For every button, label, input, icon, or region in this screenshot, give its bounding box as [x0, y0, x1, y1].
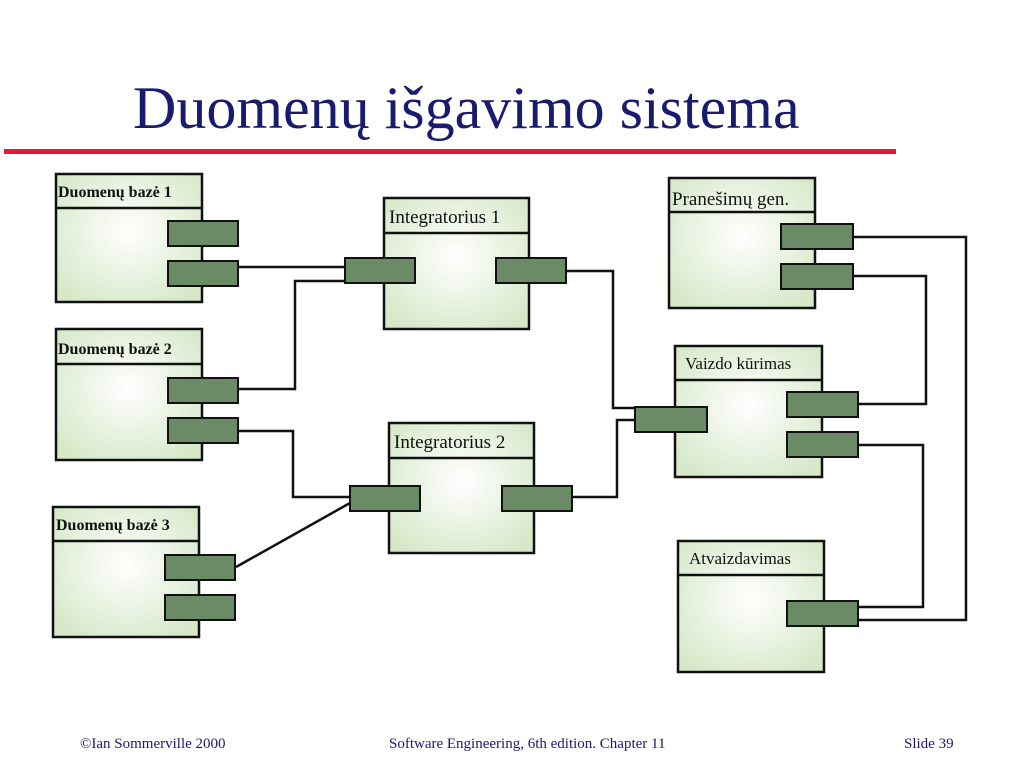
db3-label: Duomenų bazė 3 [56, 517, 170, 534]
component-display: Atvaizdavimas [676, 539, 859, 674]
component-db2: Duomenų bazė 2 [54, 327, 239, 462]
connector-db2-int1 [238, 279, 345, 391]
visualiser-port-1 [786, 391, 859, 418]
connector-vis-disp [858, 443, 925, 609]
db1-port-2 [167, 260, 239, 287]
slide-title: Duomenų išgavimo sistema [133, 75, 800, 141]
report-generator-port-2 [780, 263, 854, 290]
visualiser-label: Vaizdo kūrimas [685, 354, 791, 373]
component-int2: Integratorius 2 [349, 421, 573, 555]
int1-port-in [344, 257, 416, 284]
db1-port-1 [167, 220, 239, 247]
display-label: Atvaizdavimas [689, 549, 791, 568]
component-report-generator: Pranešimų gen. [667, 176, 854, 310]
report-generator-label: Pranešimų gen. [672, 189, 789, 210]
db2-port-1 [167, 377, 239, 404]
int1-port-out [495, 257, 567, 284]
component-db1: Duomenų bazė 1 [54, 172, 239, 304]
connector-rep-disp [853, 235, 968, 622]
int1-label: Integratorius 1 [389, 207, 500, 228]
component-db3: Duomenų bazė 3 [51, 505, 236, 639]
connector-db2-int2 [238, 429, 350, 499]
connector-db3-int2 [235, 501, 351, 569]
footer-book-title: Software Engineering, 6th edition. Chapt… [389, 736, 666, 752]
visualiser-port-2 [786, 431, 859, 458]
int2-port-out [501, 485, 573, 512]
db3-port-1 [164, 554, 236, 581]
component-int1: Integratorius 1 [344, 196, 567, 331]
db2-port-2 [167, 417, 239, 444]
connector-int1-vis [566, 269, 635, 410]
visualiser-port-in [634, 406, 708, 433]
db1-label: Duomenų bazė 1 [58, 184, 172, 201]
connector-rep-vis [853, 274, 928, 406]
component-visualiser: Vaizdo kūrimas [634, 344, 859, 479]
db3-port-2 [164, 594, 236, 621]
report-generator-port-1 [780, 223, 854, 250]
int2-port-in [349, 485, 421, 512]
display-port [786, 600, 859, 627]
connector-lines [235, 235, 968, 622]
db2-label: Duomenų bazė 2 [58, 341, 172, 358]
int2-label: Integratorius 2 [394, 432, 505, 453]
connector-int2-vis [572, 418, 635, 499]
footer-copyright: ©Ian Sommerville 2000 [80, 736, 226, 752]
footer-slide-number: Slide 39 [904, 736, 954, 752]
title-underline [4, 149, 896, 154]
